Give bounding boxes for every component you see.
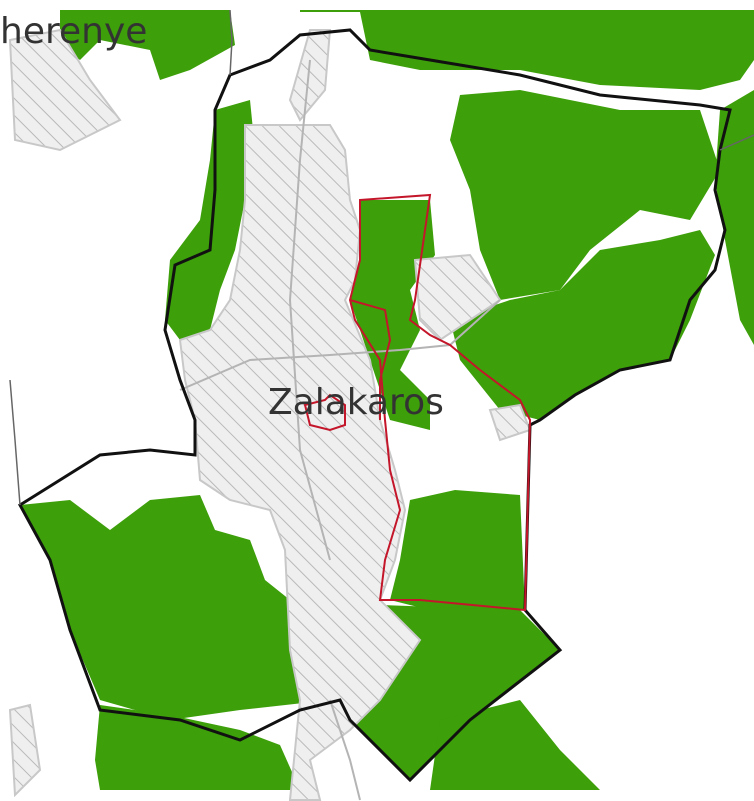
sub-boundary-left (9, 379, 21, 506)
forest-left-strip (165, 100, 255, 340)
place-label-zalakaros: Zalakaros (268, 382, 444, 423)
road-layer (179, 59, 501, 801)
road-2 (288, 59, 331, 561)
forest-bottom-left (20, 495, 330, 720)
builtup-layer (8, 28, 532, 801)
builtup-main (178, 124, 422, 801)
builtup-top-strip (288, 29, 332, 122)
forest-right-edge (715, 90, 754, 345)
sub-boundaries (9, 9, 754, 506)
sub-boundary-top (229, 9, 233, 76)
forest-upper-right (450, 90, 720, 300)
road-1 (179, 299, 501, 391)
highlight-area-main (348, 193, 532, 612)
builtup-bottom-left (8, 703, 42, 798)
forest-center-strip (350, 200, 435, 430)
forest-top-left (60, 10, 235, 80)
forest-bottom-middle (95, 705, 300, 790)
forest-bottom-right (430, 700, 600, 790)
place-label-partial: herenye (0, 11, 147, 52)
municipal-boundary (18, 28, 732, 783)
highlight-small-block (303, 393, 346, 432)
builtup-center-right (413, 253, 502, 342)
forest-top-center (300, 10, 754, 90)
road-3 (329, 699, 361, 801)
forest-lower-right (390, 490, 525, 610)
highlight-area-inner (349, 299, 392, 420)
sub-boundary-right (719, 134, 754, 151)
builtup-top-left (8, 28, 122, 152)
highlight-layer (303, 193, 532, 612)
forest-center-right (450, 230, 715, 420)
